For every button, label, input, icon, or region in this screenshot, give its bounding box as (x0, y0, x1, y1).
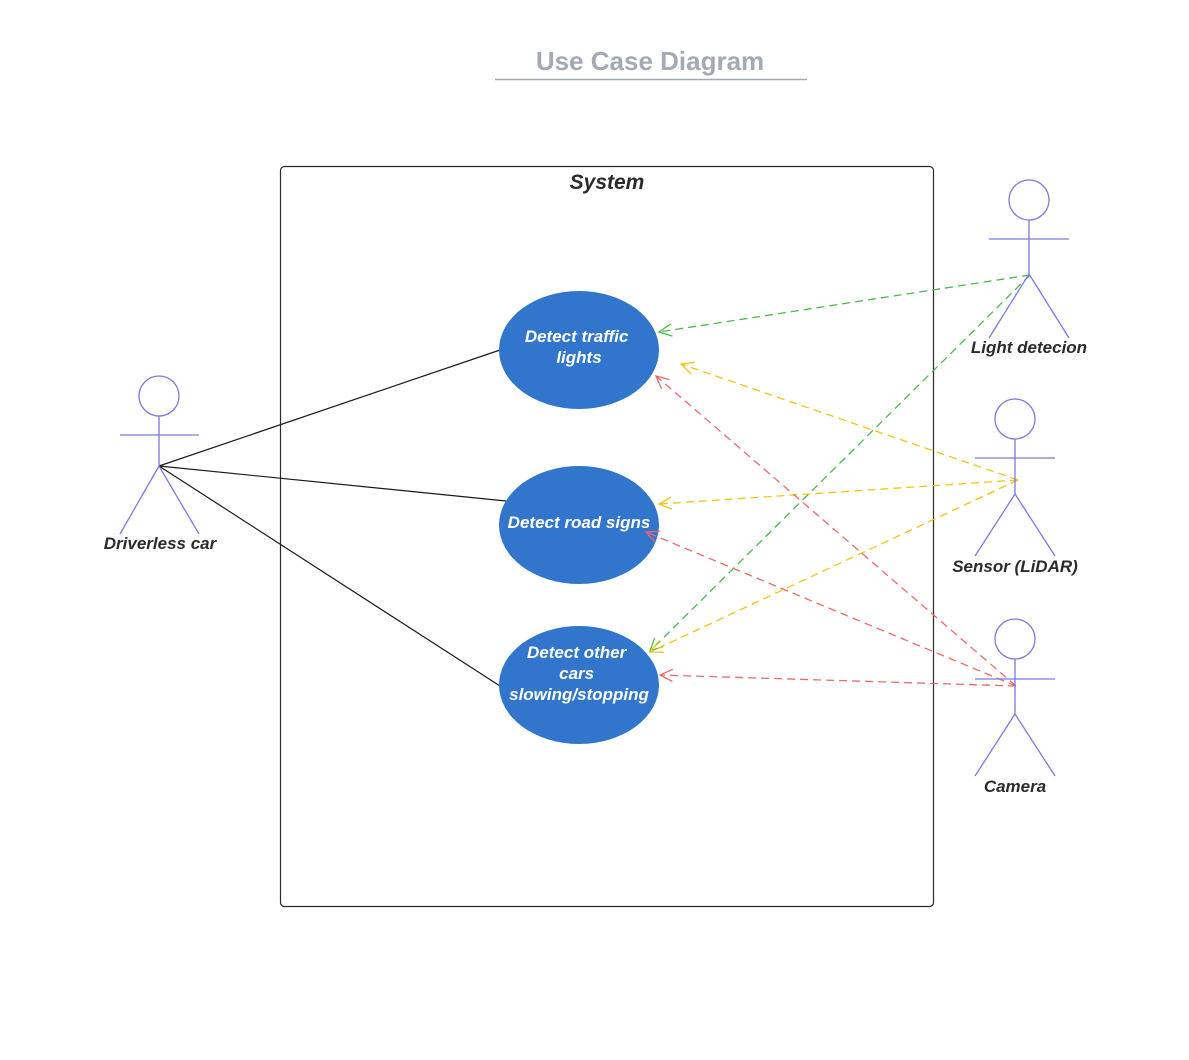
use-case-ellipse (499, 466, 659, 584)
dependency-line-camera-to-road-signs (645, 531, 1017, 687)
actor-label: Driverless car (104, 534, 218, 553)
use-case-other-cars[interactable]: Detect other cars slowing/stopping (499, 626, 659, 744)
actor-driverless-car[interactable]: Driverless car (104, 375, 218, 553)
use-case-label: Detect traffic (525, 327, 629, 346)
diagram-title: Use Case Diagram (536, 46, 764, 76)
arrowhead-camera-to-traffic-lights (654, 375, 670, 390)
use-case-label: slowing/stopping (509, 685, 649, 704)
system-label: System (570, 171, 645, 194)
association-car-road-signs (158, 465, 507, 502)
actor-label: Sensor (LiDAR) (952, 557, 1078, 576)
actor-leg-left (974, 713, 1016, 777)
actor-label: Light detecion (971, 338, 1087, 357)
dependency-arrows (644, 274, 1031, 687)
actor-sensor-lidar[interactable]: Sensor (LiDAR) (952, 398, 1078, 576)
actor-camera[interactable]: Camera (974, 618, 1056, 796)
svg-text:Detect other cars: Detect other cars slowing/stopping (509, 643, 649, 704)
association-lines (158, 349, 507, 687)
actor-leg-right (1014, 713, 1056, 777)
arrowhead-camera-to-other-cars (658, 668, 674, 683)
svg-text:Detect road signs: Detect road signs (508, 513, 651, 532)
system-boundary[interactable] (279, 165, 935, 908)
arrowhead-camera-to-road-signs (644, 530, 661, 543)
dependency-line-sensor-to-other-cars (649, 479, 1019, 653)
use-case-label: Detect road signs (508, 513, 651, 532)
use-case-label: lights (556, 348, 601, 367)
use-case-traffic-lights[interactable]: Detect traffic lights (499, 291, 659, 409)
actor-head (138, 375, 180, 417)
dependency-line-light-detection-to-other-cars (649, 274, 1031, 652)
arrowhead-light-detection-to-traffic-lights (657, 323, 673, 337)
dependency-line-light-detection-to-traffic-lights (658, 274, 1031, 333)
svg-text:Detect traffic lights: Detect traffic lights (525, 327, 633, 367)
arrowhead-sensor-to-traffic-lights (679, 361, 695, 375)
actor-leg-left (119, 465, 160, 535)
actor-leg-right (1028, 273, 1070, 339)
use-case-road-signs[interactable]: Detect road signs (499, 466, 659, 584)
actor-head (994, 618, 1036, 660)
arrowhead-sensor-to-other-cars (648, 640, 665, 653)
association-car-traffic-lights (158, 349, 501, 467)
use-case-ellipse (499, 626, 659, 744)
actor-light-detection[interactable]: Light detecion (971, 179, 1087, 357)
dependency-line-camera-to-other-cars (659, 674, 1017, 687)
use-case-label: Detect other (527, 643, 628, 662)
use-case-ellipse (499, 291, 659, 409)
actor-head (994, 398, 1036, 440)
dependency-line-sensor-to-traffic-lights (680, 363, 1019, 481)
actor-leg-right (1014, 493, 1056, 557)
association-car-other-cars (158, 465, 501, 687)
actor-leg-right (158, 465, 200, 535)
actor-leg-left (974, 493, 1016, 557)
actor-head (1008, 179, 1050, 221)
arrowhead-sensor-to-road-signs (657, 496, 673, 510)
actor-label: Camera (984, 777, 1046, 796)
actor-leg-left (988, 273, 1030, 339)
dependency-line-sensor-to-road-signs (658, 479, 1019, 505)
dependency-line-camera-to-traffic-lights (655, 375, 1017, 687)
use-case-label: cars (559, 664, 594, 683)
